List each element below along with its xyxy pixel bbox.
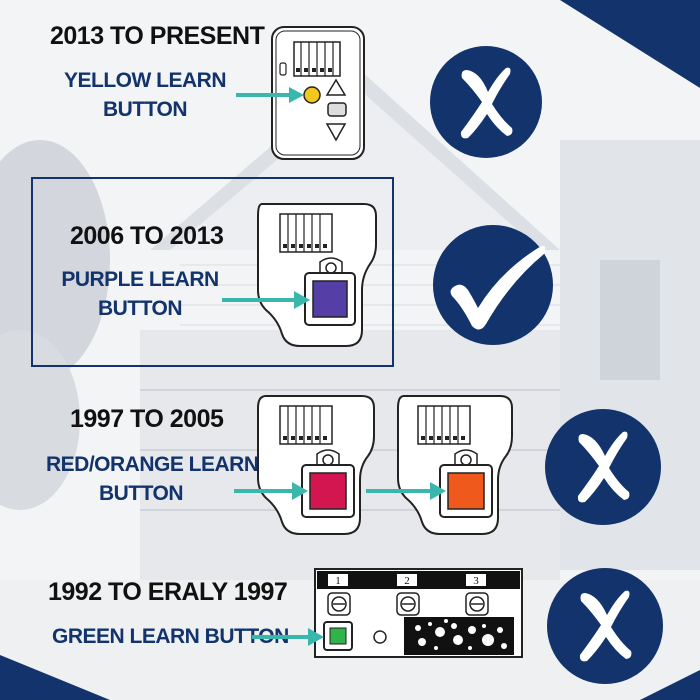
red-orange-learn-label: RED/ORANGE LEARN BUTTON xyxy=(46,453,259,505)
year-range-2013-present: 2013 TO PRESENT xyxy=(50,22,265,50)
year-range-1992-1997: 1992 TO ERALY 1997 xyxy=(48,578,288,606)
green-learn-label: GREEN LEARN BUTTON xyxy=(52,625,289,648)
purple-learn-label: PURPLE LEARN BUTTON xyxy=(61,268,219,320)
corner-accent-bottom-right xyxy=(640,670,700,700)
corner-accent-top xyxy=(560,0,700,88)
selected-row-highlight xyxy=(31,177,394,367)
yellow-learn-label: YELLOW LEARN BUTTON xyxy=(64,69,227,121)
year-range-2006-2013: 2006 TO 2013 xyxy=(70,222,224,250)
year-range-1997-2005: 1997 TO 2005 xyxy=(70,405,224,433)
corner-accent-bottom-left xyxy=(0,655,110,700)
